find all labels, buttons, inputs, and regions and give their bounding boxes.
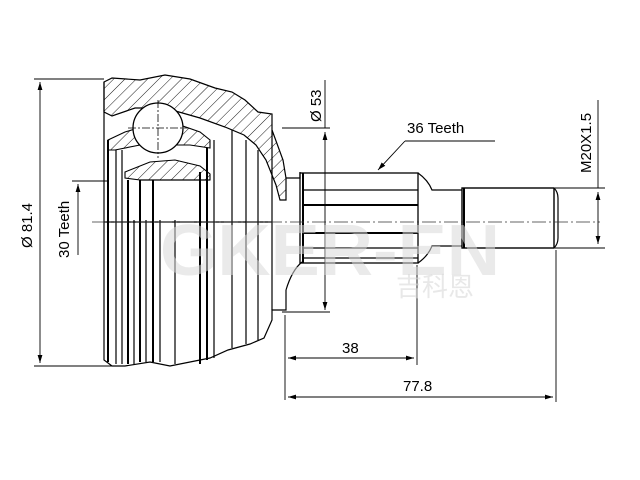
dimension-overall-length: 77.8: [288, 250, 557, 402]
dimension-inner-teeth: 30 Teeth: [56, 180, 108, 258]
watermark: GKER-EN 吉科恩: [160, 211, 500, 303]
housing-grooves: [107, 130, 259, 364]
dimension-outer-diameter: Ø 81.4: [19, 78, 112, 367]
seal-diameter-label: Ø 53: [308, 89, 325, 122]
dimension-seal-diameter: Ø 53: [282, 80, 330, 313]
watermark-chinese: 吉科恩: [396, 273, 474, 303]
thread-label: M20X1.5: [578, 113, 595, 173]
outer-teeth-count: 36 Teeth: [407, 120, 464, 137]
cage-hatch: [124, 159, 211, 181]
dimension-outer-teeth: 36 Teeth: [377, 120, 495, 171]
outer-diameter-label: Ø 81.4: [19, 203, 36, 248]
dimension-thread: M20X1.5: [555, 100, 605, 249]
overall-length-label: 77.8: [403, 378, 432, 395]
thread-section: [461, 187, 555, 249]
spline-teeth-lines: [303, 189, 418, 259]
inner-teeth-label: 30 Teeth: [56, 201, 73, 258]
shaft: [299, 172, 559, 264]
dimension-spline-length: 38: [284, 265, 418, 400]
joint-housing: [103, 74, 303, 367]
spline-length-label: 38: [342, 340, 359, 357]
outer-spline: [299, 172, 419, 264]
watermark-latin: GKER-EN: [160, 211, 500, 291]
